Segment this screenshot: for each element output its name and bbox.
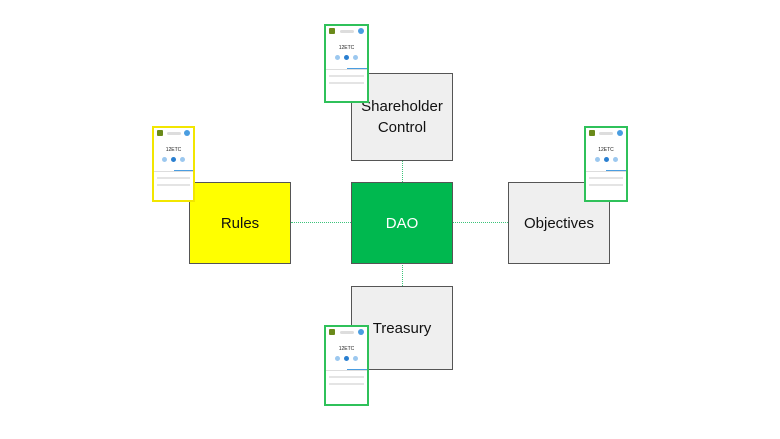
avatar-icon (358, 329, 364, 335)
node-label: DAO (385, 214, 419, 232)
node-label: Rules (220, 214, 260, 232)
wallet-balance: 12ETC (598, 147, 614, 153)
connector-dao-objectives (453, 222, 508, 223)
wallet-balance: 12ETC (338, 346, 355, 352)
wallet-logo-icon (157, 130, 163, 136)
wallet-screenshot-top: 12ETC (324, 24, 369, 103)
node-label: Shareholder (361, 98, 443, 115)
wallet-logo-icon (329, 28, 335, 34)
wallet-logo-icon (589, 130, 595, 136)
wallet-screenshot-left: 12ETC (152, 126, 195, 202)
node-label: Objectives (523, 214, 595, 232)
avatar-icon (184, 130, 190, 136)
wallet-balance: 12ETC (165, 147, 182, 153)
connector-dao-treasury (402, 263, 403, 286)
node-dao: DAO (351, 182, 453, 264)
node-label: Control (377, 119, 427, 136)
connector-rules-dao (291, 222, 351, 223)
wallet-screenshot-right: 12ETC (584, 126, 628, 202)
connector-shareholder-dao (402, 160, 403, 182)
wallet-balance: 12ETC (338, 45, 355, 51)
node-rules: Rules (189, 182, 291, 264)
node-label: Treasury (372, 319, 432, 337)
avatar-icon (358, 28, 364, 34)
avatar-icon (617, 130, 623, 136)
wallet-screenshot-bottom: 12ETC (324, 325, 369, 406)
wallet-logo-icon (329, 329, 335, 335)
